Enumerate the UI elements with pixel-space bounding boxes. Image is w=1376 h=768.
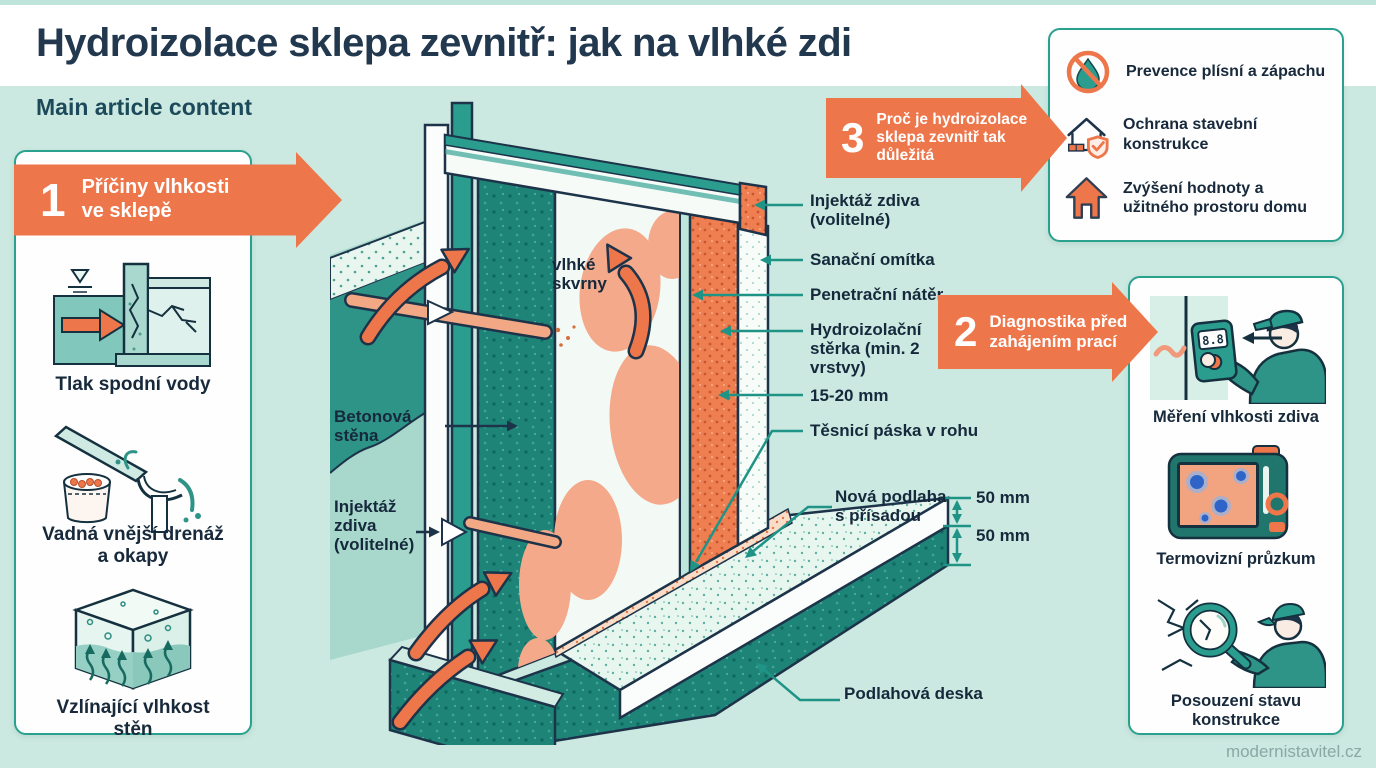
section-title: Příčiny vlhkosti ve sklepě [81, 176, 230, 222]
callout-lines [690, 199, 971, 702]
label-damp-spots: vlhké skvrny [552, 255, 607, 294]
importance-card: Prevence plísní a zápachu Ochrana staveb… [1048, 28, 1344, 242]
primer-layer [679, 209, 691, 580]
moisture-arrow-mid [606, 243, 652, 360]
diagnostic-label: Měření vlhkosti zdiva [1153, 408, 1319, 426]
moisture-meter-illustration: 8.8 [1150, 296, 1326, 404]
groundwater-pressure-illustration [53, 262, 211, 367]
label-render-coat: Sanační omítka [810, 250, 935, 269]
label-corner-tape: Těsnicí páska v rohu [810, 421, 979, 440]
injection-rod-lower [463, 516, 562, 549]
section-number: 1 [40, 174, 66, 226]
dimension-bottom: 50 mm [976, 526, 1030, 545]
label-injection-right: Injektáž zdiva (volitelné) [810, 191, 920, 230]
label-primer: Penetrační nátěr [810, 285, 944, 304]
section-number: 2 [954, 308, 978, 355]
house-shield-icon [1067, 117, 1109, 159]
benefit-row: Ochrana stavební konstrukce [1064, 111, 1328, 159]
injection-marker-upper [427, 299, 455, 326]
diagnostics-card: 8.8 Měření vlhkosti zdiva Termovizní prů… [1128, 276, 1344, 735]
diagnostic-label: Posouzení stavu konstrukce [1170, 692, 1302, 730]
benefit-row: Zvýšení hodnoty a užitného prostoru domu [1064, 174, 1328, 222]
cause-label: Vadná vnější drenáž a okapy [42, 524, 224, 568]
injection-marker-lower [441, 517, 469, 547]
waterproof-slurry-layer [688, 211, 740, 575]
wall-section-illustration [330, 101, 971, 745]
section-number: 3 [841, 114, 865, 161]
rising-damp-illustration [72, 588, 194, 690]
injection-zone-top [738, 181, 768, 237]
moisture-arrow-bottom [391, 639, 499, 731]
label-slurry: Hydroizolační stěrka (min. 2 vrstvy) [810, 320, 922, 378]
label-floor-slab: Podlahová deska [844, 684, 983, 703]
label-thickness: 15-20 mm [810, 386, 889, 405]
meter-display: 8.8 [1201, 332, 1224, 348]
cause-label: Tlak spodní vody [55, 374, 211, 395]
watermark: modernistavitel.cz [1225, 742, 1362, 761]
crack-inspection-illustration [1157, 599, 1326, 688]
label-concrete-wall: Betonová stěna [334, 407, 412, 446]
label-new-floor: Nová podlaha s přísadou [835, 487, 947, 526]
section-title: Diagnostika před zahájením prací [989, 311, 1128, 351]
importance-banner: 3 Proč je hydroizolace sklepa zevnitř ta… [826, 84, 1067, 192]
moisture-arrow-top [359, 247, 471, 346]
left-callout-lines [416, 420, 518, 538]
wall-section-diagram: vlhké skvrny Betonová stěna Injektáž zdi… [330, 95, 1040, 745]
section-title: Proč je hydroizolace sklepa zevnitř tak … [876, 110, 1028, 165]
no-mold-drop-icon [1066, 50, 1110, 93]
causes-card: Tlak spodní vody Vadná vnější drenáž a o… [14, 150, 252, 740]
outer-wall-strip [423, 123, 450, 682]
diagnostic-label: Termovizní průzkum [1156, 550, 1316, 568]
label-injection-left: Injektáž zdiva (volitelné) [334, 497, 415, 555]
diagnostics-banner: 2 Diagnostika před zahájením prací [938, 282, 1158, 382]
main-article-content-label: Main article content [36, 94, 252, 120]
causes-banner: 1 Příčiny vlhkosti ve sklepě [14, 152, 342, 248]
dimension-top: 50 mm [976, 488, 1030, 507]
cause-label: Vzlínající vlhkost stěn [56, 697, 210, 741]
thermal-camera-illustration [1167, 445, 1289, 540]
house-value-up-icon [1065, 177, 1108, 220]
render-layer [736, 219, 770, 548]
gutter-drainage-illustration [53, 425, 201, 533]
moisture-arrow-lower [407, 571, 513, 662]
page-title: Hydroizolace sklepa zevnitř: jak na vlhk… [36, 21, 852, 65]
benefit-row: Prevence plísní a zápachu [1064, 48, 1328, 96]
